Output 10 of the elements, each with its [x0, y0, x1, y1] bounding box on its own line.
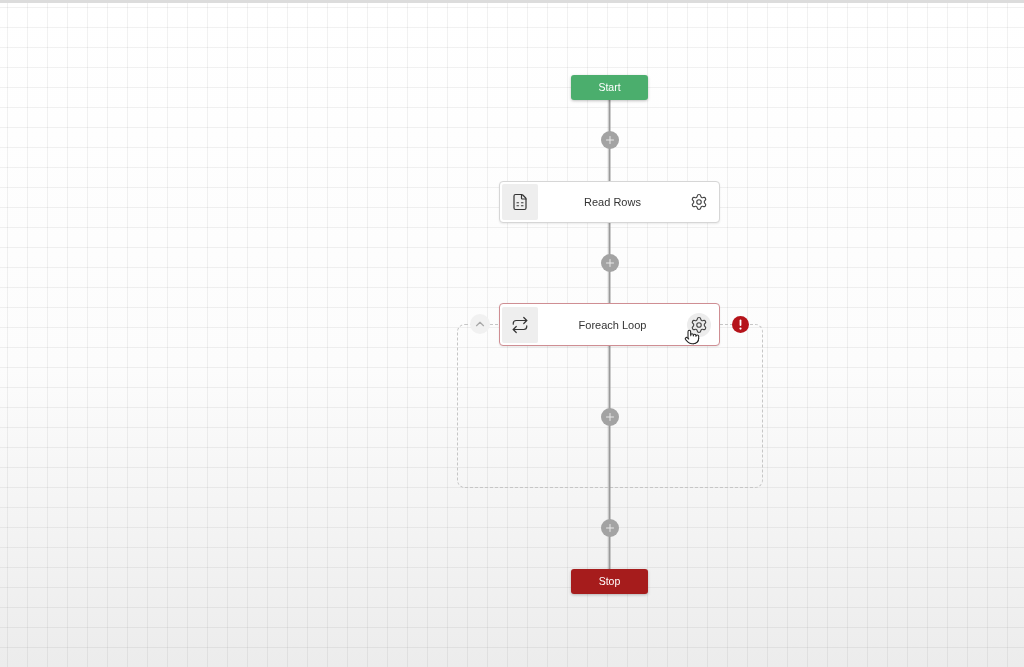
connector-line: [608, 345, 611, 570]
start-terminal: [571, 75, 648, 100]
node-label: Start: [598, 81, 621, 94]
node-label: Read Rows: [584, 195, 641, 209]
node-label: Stop: [598, 575, 621, 588]
step-card: [499, 303, 720, 346]
stop-terminal: [571, 569, 648, 594]
step-card: [499, 181, 720, 223]
connector-line: [608, 222, 611, 304]
node-label: Foreach Loop: [578, 317, 647, 332]
